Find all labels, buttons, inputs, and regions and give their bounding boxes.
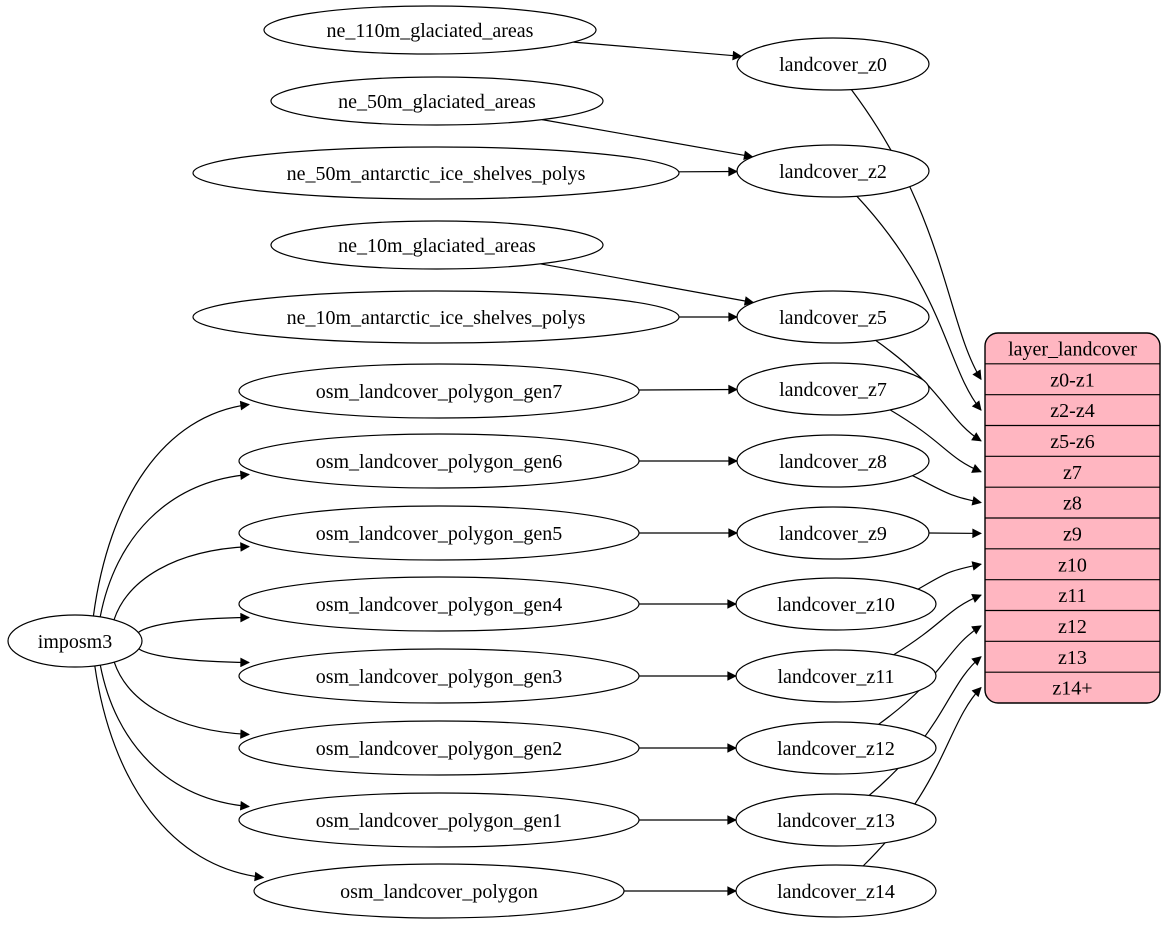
node-landcover_z11-label: landcover_z11 [778,666,895,688]
node-osm_landcover_polygon_gen7-label: osm_landcover_polygon_gen7 [316,381,563,403]
node-osm_landcover_polygon: osm_landcover_polygon [254,864,624,918]
node-osm_landcover_polygon_gen4-label: osm_landcover_polygon_gen4 [316,594,563,616]
edge-landcover_z8-layer_landcover-z8 [912,476,981,503]
node-imposm3-label: imposm3 [38,631,112,653]
edge-imposm3-osm_landcover_polygon_gen1 [100,665,249,806]
node-landcover_z7-label: landcover_z7 [779,379,887,401]
node-landcover_z7: landcover_z7 [737,363,929,415]
node-ne_50m_glaciated_areas: ne_50m_glaciated_areas [271,77,603,125]
node-osm_landcover_polygon-label: osm_landcover_polygon [340,881,538,903]
node-landcover_z9-label: landcover_z9 [779,523,887,545]
edge-imposm3-osm_landcover_polygon_gen4 [138,618,249,633]
node-osm_landcover_polygon_gen5-label: osm_landcover_polygon_gen5 [316,523,563,545]
node-ne_50m_glaciated_areas-label: ne_50m_glaciated_areas [338,91,536,113]
node-ne_110m_glaciated_areas: ne_110m_glaciated_areas [264,6,596,54]
node-ne_50m_antarctic_ice_shelves_polys-label: ne_50m_antarctic_ice_shelves_polys [287,163,586,185]
node-landcover_z10: landcover_z10 [736,578,936,630]
edge-imposm3-osm_landcover_polygon_gen7 [93,405,249,617]
node-landcover_z9: landcover_z9 [737,507,929,559]
node-landcover_z13: landcover_z13 [736,794,936,846]
node-landcover_z12: landcover_z12 [736,722,936,774]
node-landcover_z5: landcover_z5 [737,291,929,343]
node-ne_10m_glaciated_areas-label: ne_10m_glaciated_areas [338,235,536,257]
record-row-z11: z11 [1058,585,1086,607]
edge-imposm3-osm_landcover_polygon [95,666,263,878]
node-osm_landcover_polygon_gen4: osm_landcover_polygon_gen4 [239,577,639,631]
node-ne_50m_antarctic_ice_shelves_polys: ne_50m_antarctic_ice_shelves_polys [193,147,679,199]
node-ne_110m_glaciated_areas-label: ne_110m_glaciated_areas [327,20,534,42]
node-ne_10m_antarctic_ice_shelves_polys: ne_10m_antarctic_ice_shelves_polys [193,291,679,343]
edge-imposm3-osm_landcover_polygon_gen3 [139,649,249,663]
node-landcover_z11: landcover_z11 [736,650,936,702]
edge-imposm3-osm_landcover_polygon_gen6 [100,475,249,617]
edge-osm_landcover_polygon_gen7-landcover_z7 [639,390,737,391]
node-osm_landcover_polygon_gen1-label: osm_landcover_polygon_gen1 [316,810,563,832]
record-row-z7: z7 [1063,462,1082,484]
node-landcover_z14-label: landcover_z14 [777,881,895,903]
node-landcover_z2: landcover_z2 [737,145,929,197]
node-landcover_z10-label: landcover_z10 [777,594,895,616]
node-ne_10m_glaciated_areas: ne_10m_glaciated_areas [271,221,603,269]
node-imposm3: imposm3 [8,615,142,667]
record-row-z2-z4: z2-z4 [1050,400,1094,422]
record-row-z10: z10 [1058,554,1087,576]
edge-imposm3-osm_landcover_polygon_gen2 [114,662,249,734]
record-row-z0-z1: z0-z1 [1050,369,1094,391]
record-row-z14+: z14+ [1052,678,1092,700]
edge-ne_110m_glaciated_areas-landcover_z0 [573,42,741,56]
record-title: layer_landcover [1008,338,1137,360]
node-landcover_z5-label: landcover_z5 [779,307,887,329]
node-osm_landcover_polygon_gen2-label: osm_landcover_polygon_gen2 [316,738,563,760]
node-landcover_z2-label: landcover_z2 [779,161,887,183]
node-landcover_z13-label: landcover_z13 [777,810,895,832]
edge-imposm3-osm_landcover_polygon_gen5 [114,547,249,620]
node-layer_landcover: layer_landcover z0-z1 z2-z4 z5-z6 z7 z8 z9 z10 z… [985,333,1160,703]
node-landcover_z8-label: landcover_z8 [779,451,887,473]
node-osm_landcover_polygon_gen3-label: osm_landcover_polygon_gen3 [316,666,563,688]
node-osm_landcover_polygon_gen1: osm_landcover_polygon_gen1 [239,793,639,847]
node-landcover_z0-label: landcover_z0 [779,54,887,76]
node-osm_landcover_polygon_gen7: osm_landcover_polygon_gen7 [239,364,639,418]
node-landcover_z12-label: landcover_z12 [777,738,895,760]
node-osm_landcover_polygon_gen3: osm_landcover_polygon_gen3 [239,649,639,703]
node-osm_landcover_polygon_gen2: osm_landcover_polygon_gen2 [239,721,639,775]
node-landcover_z8: landcover_z8 [737,435,929,487]
node-osm_landcover_polygon_gen6: osm_landcover_polygon_gen6 [239,434,639,488]
edge-landcover_z10-layer_landcover-z10 [918,564,981,589]
node-landcover_z0: landcover_z0 [737,38,929,90]
record-row-z9: z9 [1063,523,1082,545]
node-ne_10m_antarctic_ice_shelves_polys-label: ne_10m_antarctic_ice_shelves_polys [287,307,586,329]
record-row-z13: z13 [1058,647,1087,669]
node-osm_landcover_polygon_gen6-label: osm_landcover_polygon_gen6 [316,451,563,473]
record-row-z12: z12 [1058,616,1087,638]
node-osm_landcover_polygon_gen5: osm_landcover_polygon_gen5 [239,506,639,560]
node-landcover_z14: landcover_z14 [736,865,936,917]
record-row-z8: z8 [1063,493,1082,515]
record-row-z5-z6: z5-z6 [1050,431,1094,453]
